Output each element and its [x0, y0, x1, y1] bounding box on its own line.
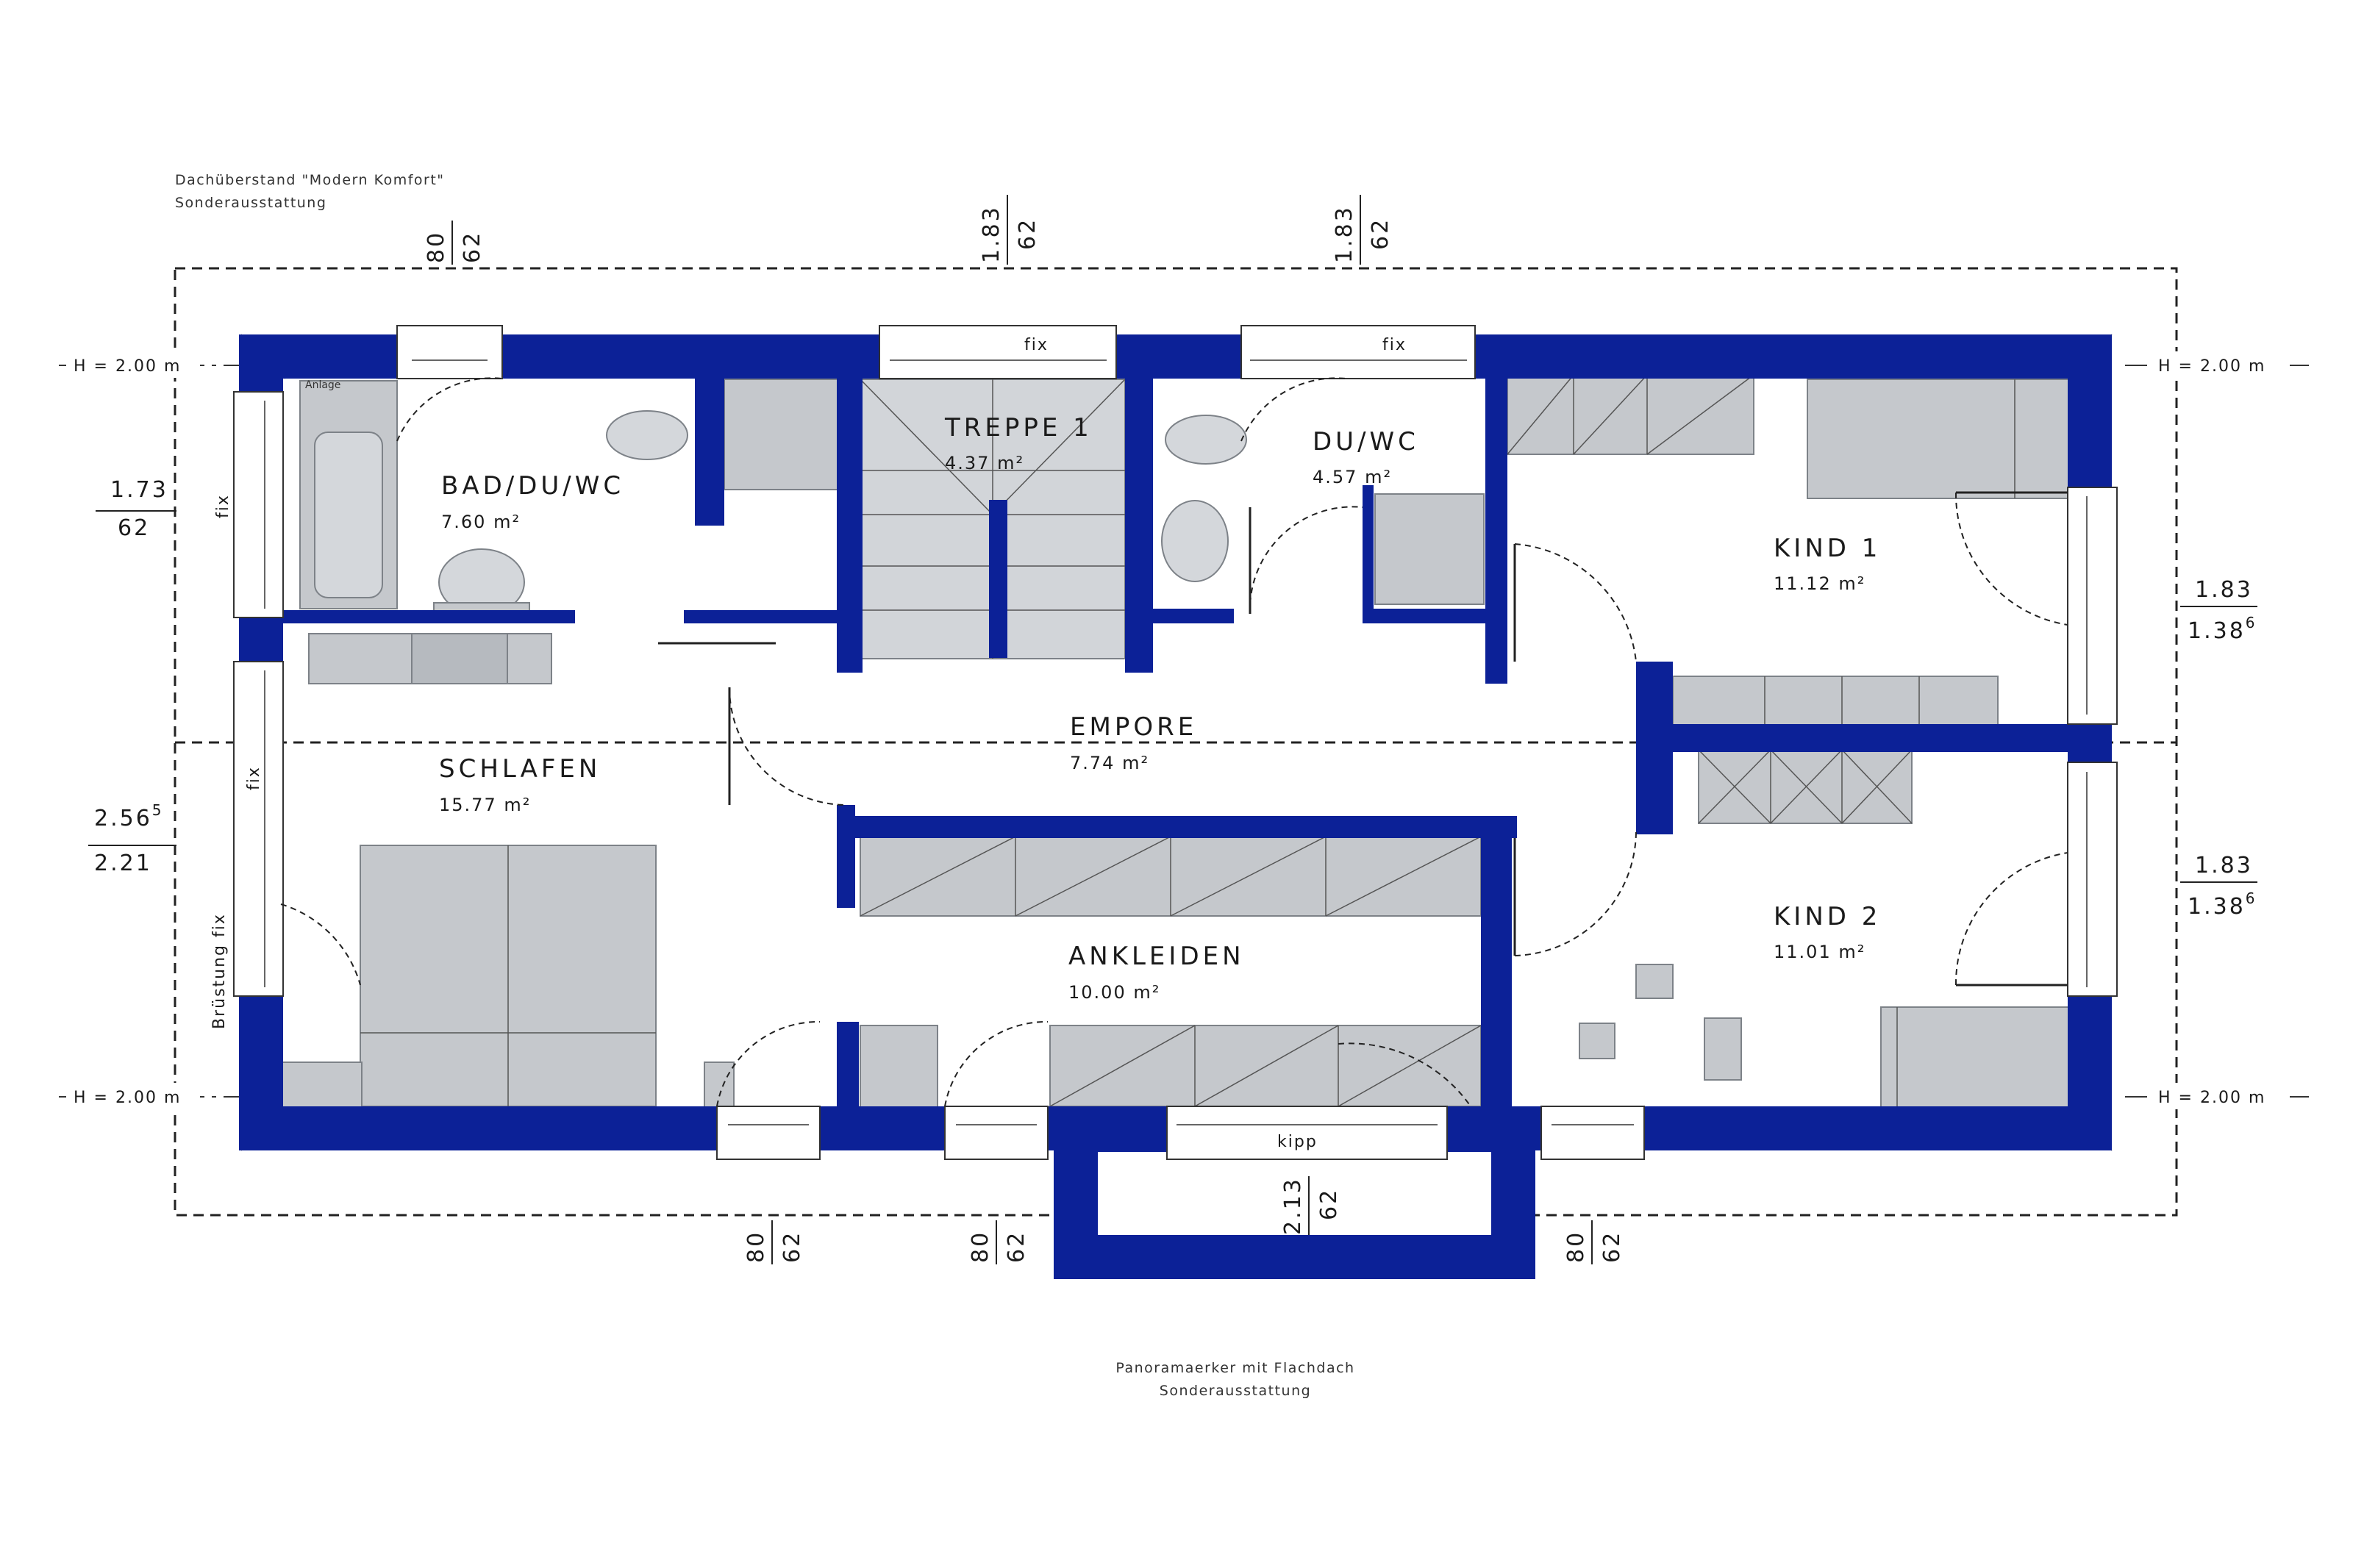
room-duwc-area: 4.57 m²	[1313, 467, 1392, 487]
dim-right2-b: 1.386	[2188, 889, 2257, 920]
shower-tray	[1374, 493, 1485, 605]
dim-top3-a: 1.83	[1332, 205, 1357, 263]
toilet	[1165, 415, 1247, 465]
dim-bay-b: 62	[1316, 1188, 1342, 1220]
window-label-fix: fix	[1024, 336, 1049, 354]
dim-bot3-b: 62	[1599, 1231, 1625, 1263]
room-ankleiden-area: 10.00 m²	[1068, 982, 1160, 1003]
bay-window-title: Panoramaerker mit Flachdach	[1115, 1360, 1355, 1376]
window-label-fix: fix	[214, 494, 232, 518]
dim-left2-a-main: 2.56	[94, 806, 152, 831]
doors	[280, 377, 2068, 1107]
room-kind1-area: 11.12 m²	[1774, 573, 1865, 594]
window-label-fix: fix	[1382, 336, 1407, 354]
dim-bay-a: 2.13	[1280, 1177, 1306, 1235]
window-sills	[264, 359, 2088, 1125]
bed	[1880, 1006, 2073, 1109]
room-treppe-name: TREPPE 1	[944, 413, 1093, 443]
room-empore-area: 7.74 m²	[1070, 753, 1149, 773]
bay-window-note: Panoramaerker mit Flachdach Sonderaussta…	[1088, 1357, 1382, 1403]
chair	[1635, 964, 1674, 999]
bed	[1807, 379, 2071, 499]
room-bad-area: 7.60 m²	[441, 512, 521, 532]
dim-right1-b: 1.386	[2188, 614, 2257, 644]
room-bad-name: BAD/DU/WC	[441, 471, 624, 501]
bay-window-extra: Sonderausstattung	[1159, 1383, 1312, 1399]
height-label: H = 2.00 m	[74, 1089, 181, 1107]
room-empore-name: EMPORE	[1070, 712, 1197, 742]
desk	[1672, 676, 1999, 732]
window-label-fix: fix	[245, 766, 263, 790]
room-kind2-name: KIND 2	[1774, 902, 1881, 931]
room-duwc-name: DU/WC	[1313, 427, 1419, 457]
door-leaves	[658, 491, 2068, 987]
dim-top2-b: 62	[1015, 218, 1040, 250]
room-treppe-area: 4.37 m²	[945, 453, 1024, 473]
room-kind2-area: 11.01 m²	[1774, 942, 1865, 962]
dim-left1-b: 62	[118, 515, 150, 541]
room-schlafen-name: SCHLAFEN	[439, 754, 601, 784]
stool	[1704, 1017, 1742, 1081]
height-label: H = 2.00 m	[74, 357, 181, 376]
room-schlafen-area: 15.77 m²	[439, 795, 531, 815]
dim-top1-a: 80	[424, 231, 449, 263]
dim-bot3-a: 80	[1563, 1231, 1589, 1263]
dim-top1-b: 62	[460, 231, 485, 263]
window-label-kipp: kipp	[1277, 1133, 1318, 1151]
dim-bot2-b: 62	[1004, 1231, 1029, 1263]
window-label-bruestung: Brüstung fix	[210, 913, 229, 1029]
dim-top2-a: 1.83	[979, 205, 1004, 263]
walls	[239, 334, 2112, 1279]
dim-bot1-b: 62	[779, 1231, 805, 1263]
wardrobe	[1507, 374, 1754, 455]
roof-overhang-title: Dachüberstand "Modern Komfort"	[175, 172, 445, 188]
wardrobe	[860, 1025, 938, 1111]
dim-right2-b-sup: 6	[2246, 889, 2257, 907]
shelf	[1698, 749, 1913, 824]
roof-overhang-note: Dachüberstand "Modern Komfort" Sonderaus…	[175, 169, 445, 215]
toilet	[606, 410, 688, 460]
dim-left2-a: 2.565	[94, 801, 164, 831]
dimension-ticks	[88, 195, 2257, 1264]
dim-left2-a-sup: 5	[152, 801, 164, 819]
furniture-details	[360, 374, 2015, 1109]
dim-right1-b-sup: 6	[2246, 614, 2257, 631]
room-ankleiden-name: ANKLEIDEN	[1068, 942, 1245, 971]
furniture	[280, 374, 2073, 1111]
dim-right1-a: 1.83	[2195, 577, 2253, 603]
sink	[1161, 500, 1229, 582]
dim-left1-a: 1.73	[110, 477, 168, 503]
dim-bot1-a: 80	[743, 1231, 769, 1263]
label-anlage: Anlage	[305, 379, 340, 391]
height-label: H = 2.00 m	[2158, 357, 2265, 376]
dim-bot2-a: 80	[968, 1231, 993, 1263]
dim-top3-b: 62	[1368, 218, 1393, 250]
dim-right2-a: 1.83	[2195, 853, 2253, 878]
room-kind1-name: KIND 1	[1774, 534, 1881, 563]
roof-overhang-extra: Sonderausstattung	[175, 195, 327, 211]
height-label: H = 2.00 m	[2158, 1089, 2265, 1107]
dim-right2-b-main: 1.38	[2188, 894, 2246, 920]
desk-chair	[1579, 1023, 1615, 1059]
windows	[233, 325, 2118, 1160]
dim-left2-b: 2.21	[94, 851, 152, 876]
dim-right1-b-main: 1.38	[2188, 618, 2246, 644]
radiator	[411, 633, 508, 684]
